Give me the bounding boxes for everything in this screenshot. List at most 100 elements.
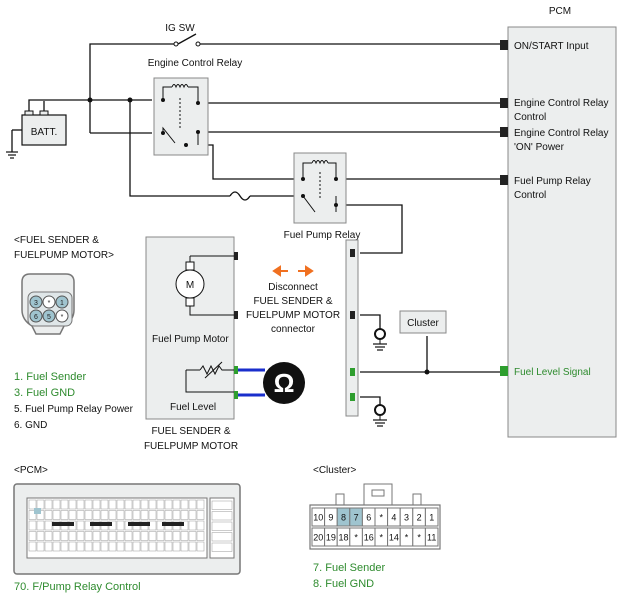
pcm-pin-cell [140,510,149,520]
pcm-pin-cell [148,541,157,552]
cluster-pin-label: 6 [366,513,371,523]
pcm-pin-cell [148,531,157,541]
cluster-module [399,310,447,334]
cluster-pin-label: 8 [341,513,346,523]
pcm-pin-cell [180,531,189,541]
pcm-pin-cell [188,541,197,552]
connector-pin: 6 [34,314,38,321]
junction-dot [127,97,133,103]
pcm-pin-cell [164,531,173,541]
wires [11,33,500,405]
pcm-pin-cell [211,542,233,552]
cluster-pin-label: 4 [391,513,396,523]
cluster-pin-label: * [417,533,421,543]
cluster-pin-cell [424,527,439,547]
pcm-pin-cell [76,510,85,520]
pcm-pin-cell [172,499,181,510]
pcm-pin-cell [132,510,141,520]
pcm-pin-cell [28,541,37,552]
cluster-connector-title: <Cluster> [313,465,357,476]
connector-pin: 3 [34,300,38,307]
cluster-pin-label: 20 [313,533,323,543]
motor-letter: M [186,280,194,291]
pcm-pin-cell [76,520,85,531]
cluster-pin-label: 19 [326,533,336,543]
pcm-pin-cell [60,541,69,552]
ig-switch-label: IG SW [165,23,195,34]
pcm-pin-cell [156,541,165,552]
pcm-pin-cell [180,499,189,510]
pcm-pin-cell [132,541,141,552]
connector-legend-item: 6. GND [14,420,47,431]
pcm-pin-cell [44,510,53,520]
pcm-connector-face [13,483,241,575]
pcm-pin-cell [84,499,93,510]
disconnect-note: FUEL SENDER & [253,296,332,307]
disconnect-arrow-icon [272,265,314,277]
pcm-pin-marker [500,366,508,376]
fuel-pump-motor-label: Fuel Pump Motor [152,334,229,345]
pcm-pin-cell [68,541,77,552]
pcm-pin-cell [68,510,77,520]
ohmmeter-icon [263,362,305,404]
junction-dot [87,97,93,103]
pcm-pin-cell [196,499,205,510]
pcm-pin-cell [28,510,37,520]
pcm-pin-cell [172,510,181,520]
pcm-pin-cell [84,541,93,552]
ohm-symbol: Ω [274,368,295,398]
pcm-pin-marker [500,98,508,108]
pcm-pin-cell [164,510,173,520]
connector-legend-item: 1. Fuel Sender [14,371,86,383]
pcm-pin-cell [60,531,69,541]
pcm-pin-cell [100,531,109,541]
fuse-icon [229,191,251,201]
fuel-level-label: Fuel Level [170,402,216,413]
cluster-pin-label: 7 [354,513,359,523]
pcm-pin-cell [164,499,173,510]
pcm-pin-cell [100,541,109,552]
cluster-pin-cell [424,507,439,527]
cluster-pin-label: 1 [429,513,434,523]
module-title: FUEL SENDER & [151,426,230,437]
pcm-pin-cell [180,510,189,520]
pcm-pin-cell [116,541,125,552]
pcm-pin-label: Control [514,112,546,123]
pcm-pin-cell [180,541,189,552]
pcm-pin-cell [188,510,197,520]
pcm-pin-cell [92,510,101,520]
fuel-sender-connector-face: 3 * 1 6 5 * [21,273,75,335]
pcm-pin-label: Fuel Level Signal [514,367,591,378]
cluster-pin-label: * [405,533,409,543]
connector-pin: * [48,300,51,307]
battery-label: BATT. [31,127,57,138]
pcm-pin-cell [148,510,157,520]
pcm-pin-cell [196,541,205,552]
cluster-pin-label: 11 [427,533,436,543]
connector-legend-item: 3. Fuel GND [14,387,75,399]
pcm-pin-cell [108,499,117,510]
connector-pin: 1 [60,300,64,307]
pcm-pin-cell [196,531,205,541]
engine-control-relay [153,77,209,156]
pcm-pin-cell [108,541,117,552]
pcm-pin-cell [148,499,157,510]
pcm-pin-cell [36,520,45,531]
relay-coil-icon [302,160,337,213]
pcm-pin-cell [60,510,69,520]
pcm-pin-cell [156,510,165,520]
pcm-pin-cell [84,531,93,541]
pcm-pin-cell [44,541,53,552]
pcm-pin-cell [140,499,149,510]
cluster-pin-label: 16 [364,533,374,543]
ground-icon [6,151,18,159]
pcm-pin-cell [156,499,165,510]
pcm-pin-cell [116,520,125,531]
connector-strip [345,239,359,417]
pcm-pin-cell [156,531,165,541]
pcm-pin-cell [76,541,85,552]
pcm-pin-cell [140,541,149,552]
pcm-pin-cell [84,510,93,520]
